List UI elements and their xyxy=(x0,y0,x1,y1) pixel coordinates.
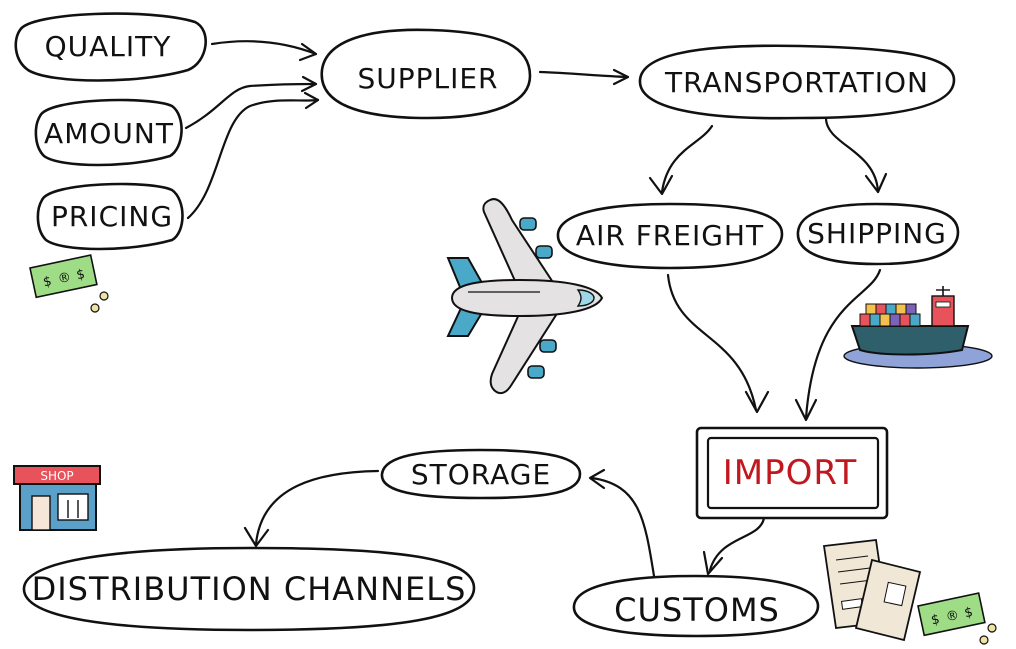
node-label: STORAGE xyxy=(411,458,551,491)
node-supplier: SUPPLIER xyxy=(320,28,532,120)
node-label: SUPPLIER xyxy=(357,62,498,95)
node-label: SHIPPING xyxy=(807,217,947,250)
node-pricing: PRICING xyxy=(36,182,184,251)
node-amount: AMOUNT xyxy=(34,98,183,167)
arrowhead-shipping-import xyxy=(794,398,818,422)
coin-icon xyxy=(99,291,109,301)
node-label: PRICING xyxy=(51,200,173,233)
node-label: QUALITY xyxy=(45,30,172,63)
coin-icon xyxy=(90,303,100,313)
node-label: AIR FREIGHT xyxy=(576,219,764,252)
edge-airfreight-import xyxy=(666,273,758,412)
arrowhead-supplier-transportation xyxy=(612,68,630,86)
banknote-icon: $ ® $ xyxy=(29,254,98,299)
cargo-ship-icon xyxy=(843,286,993,369)
node-air-freight: AIR FREIGHT xyxy=(556,202,784,270)
edge-storage-distribution xyxy=(254,469,380,546)
arrowhead-quality-supplier xyxy=(298,42,318,62)
arrowhead-storage-distribution xyxy=(243,526,270,548)
node-shipping: SHIPPING xyxy=(796,202,960,266)
arrowhead-pricing-supplier xyxy=(303,91,320,110)
node-quality: QUALITY xyxy=(14,12,207,82)
edge-pricing-supplier xyxy=(186,98,320,220)
edge-import-customs xyxy=(708,516,766,572)
edge-supplier-transportation xyxy=(538,70,630,79)
arrowhead-import-customs xyxy=(702,550,724,576)
edge-amount-supplier xyxy=(184,82,318,130)
node-import: IMPORT xyxy=(695,426,889,520)
arrowhead-transportation-airfreight xyxy=(648,174,674,196)
node-label: TRANSPORTATION xyxy=(664,66,929,99)
node-transportation: TRANSPORTATION xyxy=(638,44,956,120)
banknote-symbol: ® xyxy=(945,608,961,625)
arrowhead-transportation-shipping xyxy=(864,172,888,194)
airplane-icon xyxy=(446,198,604,395)
coin-icon xyxy=(979,635,989,645)
banknote-symbol: ® xyxy=(57,270,73,287)
node-label: CUSTOMS xyxy=(614,591,780,629)
edge-transportation-airfreight xyxy=(660,124,714,194)
edge-quality-supplier xyxy=(210,40,318,56)
shop-icon: SHOP xyxy=(13,465,101,531)
documents-icon xyxy=(822,539,922,642)
node-label: DISTRIBUTION CHANNELS xyxy=(32,570,467,608)
edge-shipping-import xyxy=(804,268,882,420)
node-distribution-channels: DISTRIBUTION CHANNELS xyxy=(22,546,476,632)
arrowhead-amount-supplier xyxy=(300,75,318,93)
node-label: AMOUNT xyxy=(44,117,174,150)
arrowhead-airfreight-import xyxy=(744,390,770,414)
banknote-symbol: $ xyxy=(75,267,86,283)
banknote-symbol: $ xyxy=(42,274,53,290)
node-customs: CUSTOMS xyxy=(572,574,820,638)
banknote-symbol: $ xyxy=(963,605,974,621)
edge-transportation-shipping xyxy=(824,116,880,194)
banknote-icon: $ ® $ xyxy=(917,592,986,637)
shop-sign-text: SHOP xyxy=(40,469,73,483)
arrowhead-customs-storage xyxy=(588,468,606,490)
node-label: IMPORT xyxy=(723,453,858,493)
edges xyxy=(184,40,888,578)
edge-customs-storage xyxy=(590,476,656,578)
banknote-symbol: $ xyxy=(930,612,941,628)
node-storage: STORAGE xyxy=(380,448,582,500)
coin-icon xyxy=(987,623,997,633)
